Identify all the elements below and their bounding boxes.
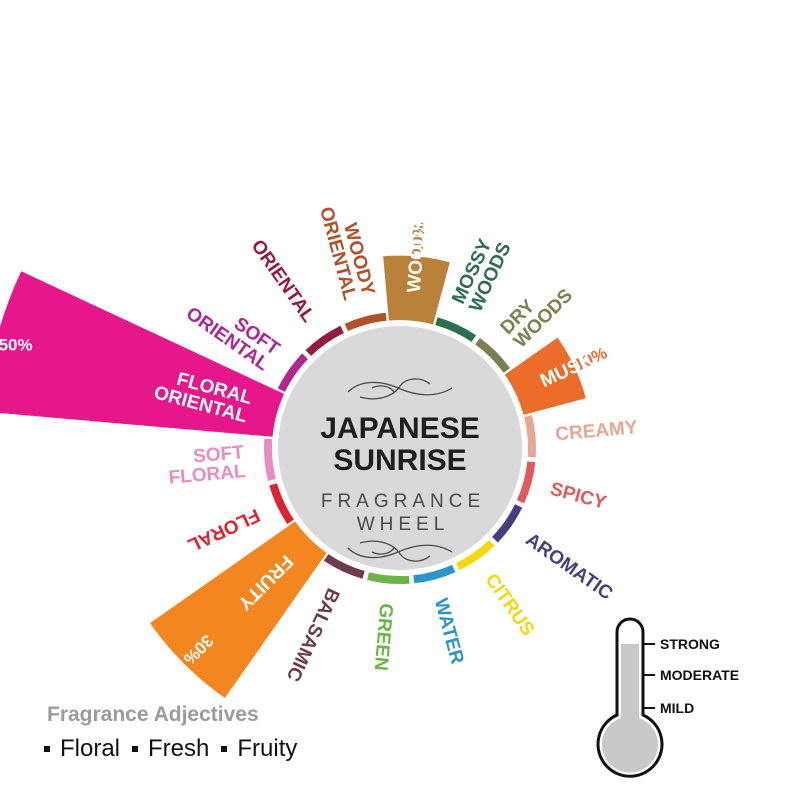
segment-label-water: WATER bbox=[430, 596, 468, 667]
segment-arc-citrus bbox=[456, 540, 495, 571]
segment-arc-fruity bbox=[290, 523, 325, 558]
bullet-icon bbox=[132, 746, 139, 752]
segment-label-floral: FLORAL bbox=[184, 504, 263, 556]
adjective-item: Fruity bbox=[221, 735, 297, 763]
center-disc bbox=[278, 326, 522, 570]
segment-arc-water bbox=[413, 564, 456, 584]
segment-label-mossy-woods: MOSSYWOODS bbox=[448, 231, 515, 315]
segment-arc-balsamic bbox=[323, 554, 365, 579]
adjectives-list: Floral Fresh Fruity bbox=[44, 735, 297, 763]
percent-label-floral-oriental: 50% bbox=[0, 336, 33, 355]
thermometer-fill bbox=[601, 644, 659, 773]
segment-label-soft-floral: SOFTFLORAL bbox=[166, 442, 247, 489]
segment-ray-fruity bbox=[150, 521, 327, 698]
adjective-item: Fresh bbox=[132, 735, 209, 763]
adjective-item: Floral bbox=[44, 735, 120, 763]
segment-label-oriental: ORIENTAL bbox=[247, 236, 319, 327]
segment-label-dry-woods: DRYWOODS bbox=[497, 272, 578, 353]
segment-arc-musk bbox=[506, 371, 531, 413]
segment-arc-aromatic bbox=[492, 504, 523, 543]
center-title-line-1: JAPANESE bbox=[320, 412, 480, 445]
adjectives-title: Fragrance Adjectives bbox=[47, 703, 259, 726]
adjective-label: Fruity bbox=[237, 735, 298, 762]
segment-arc-floral bbox=[269, 483, 294, 525]
segment-label-woody-oriental: WOODYORIENTAL bbox=[315, 200, 379, 303]
segment-rays bbox=[0, 255, 586, 698]
adjective-label: Floral bbox=[60, 735, 121, 762]
segment-arc-oriental bbox=[305, 325, 344, 356]
center-subtitle-line-1: FRAGRANCE bbox=[321, 491, 485, 512]
segment-arc-floral-oriental bbox=[264, 392, 284, 435]
segment-arc-woods bbox=[390, 311, 433, 324]
segment-ray-woods bbox=[383, 255, 450, 325]
center-title-line-2: SUNRISE bbox=[333, 444, 466, 477]
center-subtitle-line-2: WHEEL bbox=[357, 514, 450, 535]
level-moderate: MODERATE bbox=[660, 667, 739, 683]
segment-arc-mossy-woods bbox=[435, 317, 477, 342]
bullet-icon bbox=[221, 746, 228, 752]
segment-label-aromatic: AROMATIC bbox=[521, 529, 616, 604]
segment-arc-soft-floral bbox=[263, 438, 276, 481]
ornament-top bbox=[347, 378, 453, 400]
strength-thermometer: STRONG MODERATE MILD bbox=[596, 617, 739, 778]
level-strong: STRONG bbox=[660, 636, 720, 652]
segment-label-creamy: CREAMY bbox=[555, 417, 639, 445]
segment-label-spicy: SPICY bbox=[548, 479, 609, 514]
segment-arc-soft-oriental bbox=[277, 353, 308, 392]
segment-arc-woody-oriental bbox=[344, 312, 387, 332]
segment-label-green: GREEN bbox=[370, 602, 397, 671]
segment-ray-floral-oriental bbox=[0, 271, 284, 437]
adjective-label: Fresh bbox=[148, 735, 210, 762]
ornament-bottom bbox=[347, 540, 453, 562]
segment-arc-green bbox=[367, 572, 410, 585]
segment-arc-creamy bbox=[524, 415, 537, 458]
bullet-icon bbox=[44, 746, 50, 752]
level-mild: MILD bbox=[660, 700, 694, 716]
segment-ring bbox=[263, 311, 537, 585]
percent-label-woods: 10% bbox=[407, 221, 429, 257]
segment-arc-spicy bbox=[516, 461, 536, 504]
segment-arc-dry-woods bbox=[475, 338, 510, 373]
segment-label-citrus: CITRUS bbox=[480, 570, 538, 640]
